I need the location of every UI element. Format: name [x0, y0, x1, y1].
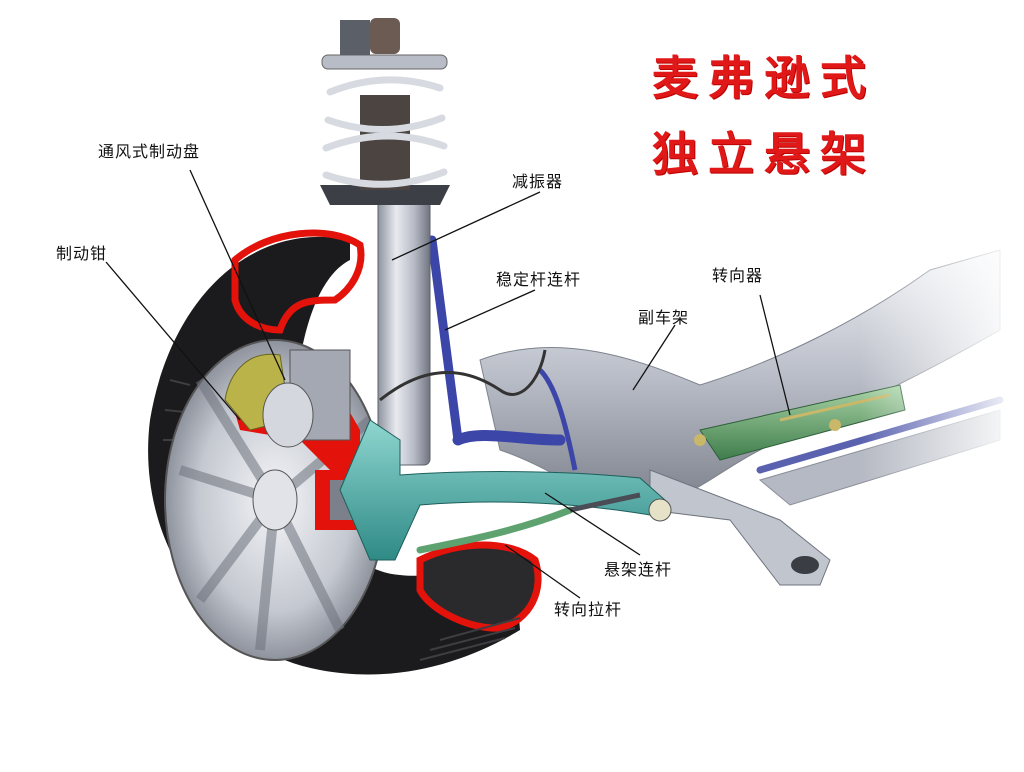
leader-lines	[105, 169, 791, 599]
stabilizer-link-art	[427, 235, 578, 471]
leader-shock-absorber	[391, 191, 541, 261]
leader-brake-caliper	[105, 261, 241, 421]
leader-steering-gear	[759, 294, 791, 416]
label-tie-rod: 转向拉杆	[554, 600, 623, 619]
leader-stabilizer-link	[444, 289, 536, 331]
title-line-2: 独立悬架	[652, 127, 876, 181]
subframe-art	[479, 240, 1024, 620]
leader-subframe	[632, 324, 676, 391]
label-subframe: 副车架	[638, 308, 690, 327]
label-ventilated-disc: 通风式制动盘	[98, 142, 201, 161]
tie-rod-art	[416, 492, 641, 554]
title-line-1: 麦弗逊式	[652, 51, 876, 105]
leader-control-arm	[544, 492, 641, 556]
control-arm-art	[339, 419, 672, 561]
label-brake-caliper: 制动钳	[56, 244, 108, 263]
leader-ventilated-disc	[189, 169, 286, 381]
label-steering-gear: 转向器	[712, 266, 764, 285]
label-shock-absorber: 减振器	[512, 172, 564, 191]
strut-art	[320, 18, 450, 466]
label-control-arm: 悬架连杆	[604, 560, 673, 579]
label-stabilizer-link: 稳定杆连杆	[496, 270, 582, 289]
leader-tie-rod	[504, 544, 581, 599]
brake-hose-art	[379, 349, 547, 402]
